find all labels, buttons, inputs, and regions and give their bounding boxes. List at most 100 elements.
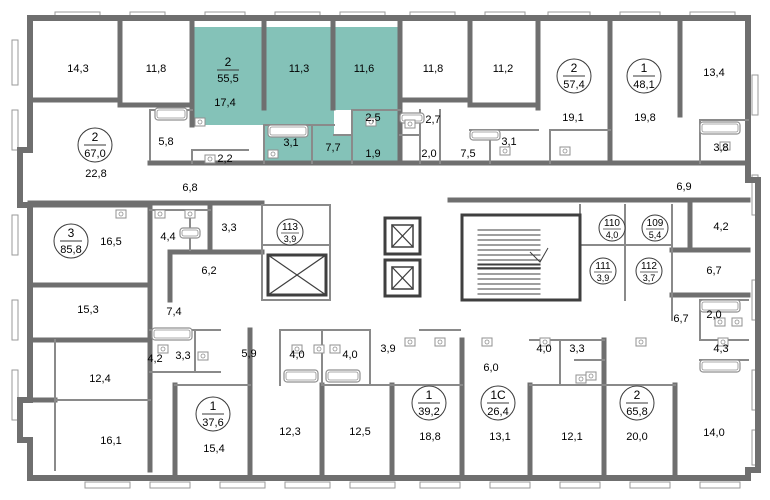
room-area: 3,3: [569, 343, 584, 355]
bathtub-inner: [327, 371, 359, 381]
apartment-badge[interactable]: 2 67,0: [77, 127, 113, 163]
room-area: 6,0: [483, 362, 498, 374]
utility-room-badges: 113 3,9 110 4,0 109 5,4 111 3,9 112 3,7: [276, 214, 669, 285]
window: [629, 481, 671, 489]
room-area: 2,0: [706, 309, 721, 321]
bathtub: [283, 369, 319, 383]
sink-drain: [407, 121, 413, 127]
stair-arrow: [529, 247, 549, 263]
badge-area: 48,1: [633, 79, 654, 91]
bathtub-inner: [285, 371, 317, 381]
window: [559, 481, 601, 489]
room-area: 2,0: [421, 148, 436, 160]
apartment-badge[interactable]: 3 85,8: [53, 223, 89, 259]
hl-room-area: 2,5: [365, 112, 380, 124]
room-area: 11,8: [146, 63, 167, 75]
sink: [157, 344, 169, 354]
sink-drain: [734, 319, 740, 325]
sink-drain: [502, 148, 508, 154]
bathtub-inner: [181, 229, 199, 237]
badge-area: 67,0: [84, 148, 105, 160]
utility-area: 3,9: [284, 234, 297, 244]
apartment-badge[interactable]: 2 65,8: [619, 385, 655, 421]
window: [11, 39, 19, 86]
sink: [204, 154, 216, 164]
bathtub-inner: [701, 301, 739, 311]
elevator-cross: [391, 266, 414, 290]
window: [419, 481, 461, 489]
sink-drain: [270, 151, 276, 157]
apartment-badge[interactable]: 2 57,4: [556, 58, 592, 94]
room-area: 4,2: [713, 221, 728, 233]
window: [11, 369, 19, 421]
elevator-cab: [391, 266, 414, 290]
walls: [17, 15, 761, 481]
sink-drain: [294, 346, 300, 352]
badge-rooms: 1: [210, 399, 217, 413]
room-area: 15,3: [77, 304, 98, 316]
room-area: 18,8: [419, 431, 440, 443]
sink: [154, 209, 166, 219]
room-area: 7,5: [460, 148, 475, 160]
highlighted-apartment-shape: [192, 27, 400, 163]
utility-area: 5,4: [649, 230, 662, 240]
badge-rooms: 2: [571, 61, 578, 75]
room-area: 4,0: [289, 349, 304, 361]
utility-badge: 110 4,0: [598, 214, 626, 242]
room-area: 12,3: [279, 426, 300, 438]
badge-circle: [641, 214, 669, 242]
apartment-badge[interactable]: 1 39,2: [411, 385, 447, 421]
hl-room-area: 11,3: [289, 63, 310, 75]
bathtub: [699, 121, 741, 135]
apartment-badge[interactable]: 1 37,6: [195, 396, 231, 432]
window: [11, 214, 19, 256]
sink: [731, 317, 743, 327]
badge-rooms: 1С: [490, 388, 506, 402]
sink-drain: [332, 346, 338, 352]
utility-badge: 113 3,9: [276, 218, 304, 246]
sink: [714, 317, 726, 327]
sink-drain: [157, 211, 163, 217]
room-area: 14,3: [67, 63, 88, 75]
badge-rooms: 2: [92, 130, 99, 144]
bathtub-inner: [153, 329, 191, 339]
sink-drain: [368, 119, 374, 125]
utility-area: 4,0: [606, 230, 619, 240]
room-area: 6,2: [201, 265, 216, 277]
badge-rooms: 1: [641, 61, 648, 75]
badge-rooms: 1: [426, 388, 433, 402]
sink-drain: [437, 339, 443, 345]
utility-area: 3,7: [643, 273, 656, 283]
sink-drain: [407, 339, 413, 345]
exterior-wall: [17, 15, 761, 481]
bathtub-inner: [471, 131, 499, 139]
room-area: 3,3: [221, 222, 236, 234]
utility-number: 109: [647, 218, 664, 229]
hl-room-area: 7,7: [325, 142, 340, 154]
sink-drain: [197, 119, 203, 125]
room-area: 6,7: [706, 265, 721, 277]
sink-drain: [484, 339, 490, 345]
badge-circle: [635, 257, 663, 285]
room-area: 6,7: [673, 313, 688, 325]
highlighted-apartment-labels: 2 55,5 17,4 11,3 11,6 3,1 7,7 2,5 1,9: [214, 55, 380, 160]
bathtub: [699, 299, 741, 313]
badge-area: 39,2: [418, 406, 439, 418]
apartment-badge[interactable]: 1 48,1: [626, 58, 662, 94]
elevator-cross: [267, 254, 327, 296]
room-area: 5,8: [158, 136, 173, 148]
utility-number: 113: [282, 222, 298, 233]
room-area: 3,3: [175, 350, 190, 362]
hl-room-area: 17,4: [214, 97, 235, 109]
window: [11, 109, 19, 151]
window: [11, 299, 19, 341]
hl-room-area: 3,1: [283, 137, 298, 149]
badge-rooms: 3: [68, 226, 75, 240]
bathtub: [325, 369, 361, 383]
badge-area: 57,4: [563, 79, 584, 91]
hl-room-area: 11,6: [354, 63, 375, 75]
apartment-badge[interactable]: 1С 26,4: [480, 385, 516, 421]
utility-badge: 109 5,4: [641, 214, 669, 242]
badge-area: 65,8: [626, 406, 647, 418]
room-area: 11,2: [493, 63, 514, 75]
